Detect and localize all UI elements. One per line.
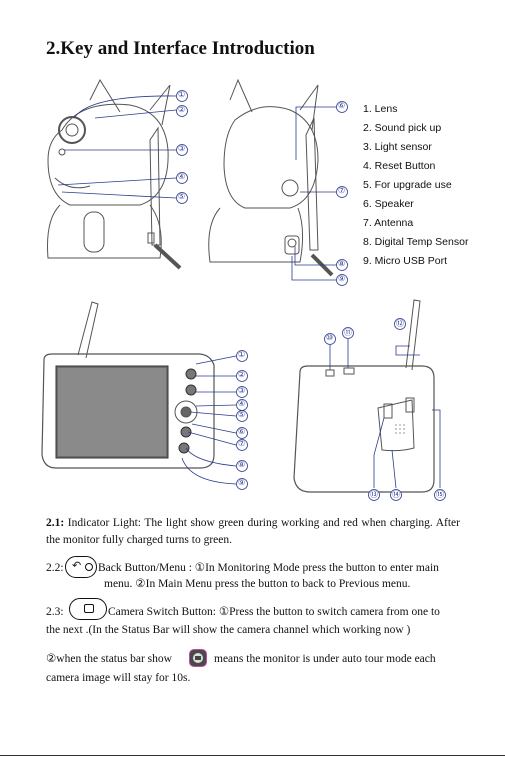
monitor-callout-15: ⑮ bbox=[436, 489, 444, 500]
monitor-callout-1: ① bbox=[238, 350, 245, 359]
monitor-callout-6: ⑥ bbox=[238, 427, 245, 436]
section-2-3-label: 2.3: bbox=[46, 604, 64, 621]
section-text: Indicator Light: The light show green du… bbox=[46, 517, 460, 546]
monitor-callout-14: ⑭ bbox=[392, 489, 400, 500]
auto-tour-status-icon bbox=[189, 649, 207, 667]
section-2-2-line1: Back Button/Menu : ①In Monitoring Mode p… bbox=[98, 560, 439, 577]
monitor-callout-3: ③ bbox=[238, 386, 245, 395]
section-2-3-line2: the next .(In the Status Bar will show t… bbox=[46, 622, 410, 639]
monitor-callout-13: ⑬ bbox=[370, 489, 378, 500]
monitor-callout-10: ⑩ bbox=[326, 333, 333, 342]
page-bottom-rule bbox=[0, 755, 505, 756]
monitor-callout-8: ⑧ bbox=[238, 460, 245, 469]
camera-switch-button-icon bbox=[69, 598, 107, 620]
monitor-callout-9: ⑨ bbox=[238, 478, 245, 487]
auto-tour-line1b: means the monitor is under auto tour mod… bbox=[214, 651, 436, 668]
back-button-icon: ↶ bbox=[65, 556, 97, 578]
monitor-callout-11: ⑪ bbox=[344, 327, 352, 338]
section-2-1: 2.1: Indicator Light: The light show gre… bbox=[46, 515, 460, 549]
section-label: 2.1: bbox=[46, 517, 64, 529]
auto-tour-line2: camera image will stay for 10s. bbox=[46, 670, 190, 687]
section-2-2-label: 2.2: bbox=[46, 560, 64, 577]
monitor-callout-12: ⑫ bbox=[396, 318, 404, 329]
section-2-3-line1: Camera Switch Button: ①Press the button … bbox=[108, 604, 440, 621]
monitor-callout-2: ② bbox=[238, 370, 245, 379]
auto-tour-line1a: ②when the status bar show bbox=[46, 651, 172, 668]
monitor-callout-7: ⑦ bbox=[238, 439, 245, 448]
monitor-callout-5: ⑤ bbox=[238, 410, 245, 419]
section-2-2-line2: menu. ②In Main Menu press the button to … bbox=[104, 576, 410, 593]
monitor-callout-4: ④ bbox=[238, 399, 245, 408]
